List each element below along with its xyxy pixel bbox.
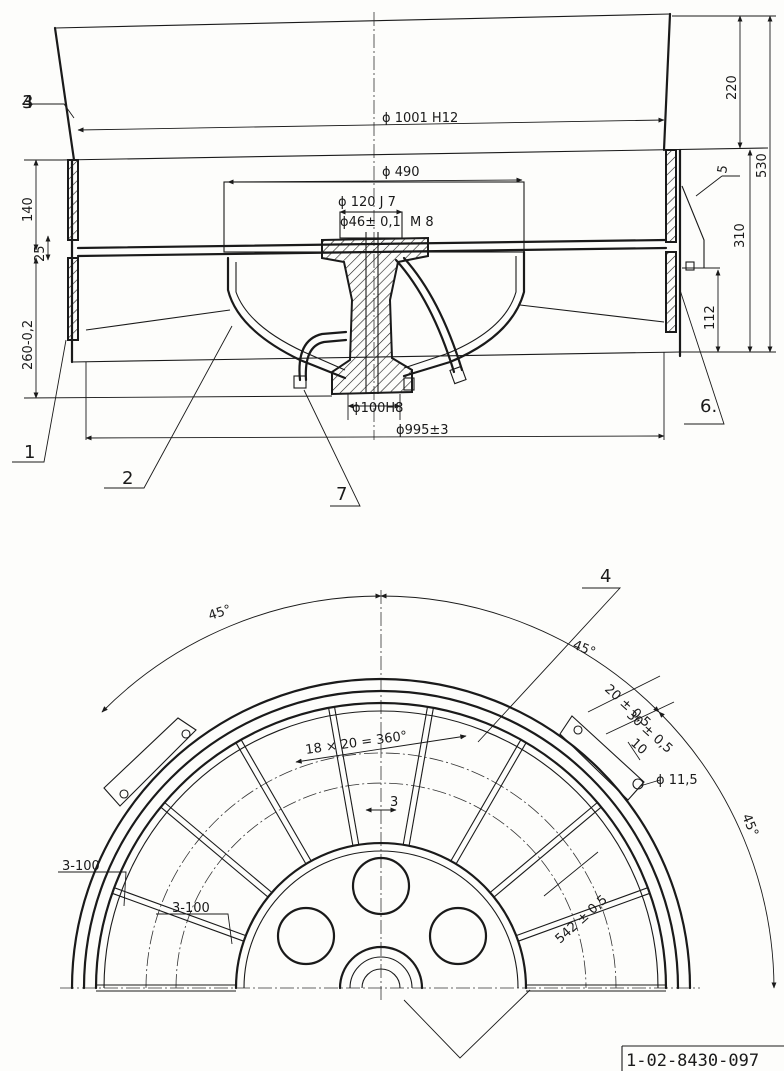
rib-line: [408, 707, 434, 846]
dimension-lines: [23, 15, 776, 441]
rib-line: [402, 706, 429, 845]
part-leaders: [12, 103, 740, 507]
part-label-1: 1: [24, 442, 35, 463]
rib-line: [489, 802, 598, 893]
lug-right: [559, 715, 645, 801]
rib-line: [240, 739, 312, 862]
dim-220: 220: [725, 75, 740, 100]
weld-left-label: 3-100: [62, 859, 100, 874]
rib-line: [493, 806, 602, 898]
oil-tube-left: [298, 330, 348, 382]
hub-hole-left: [276, 906, 336, 966]
rib-line: [516, 887, 648, 937]
dim-140: 140: [21, 197, 36, 222]
rib-line: [164, 802, 273, 893]
drawing-number: 1-02-8430-097: [626, 1051, 759, 1071]
oil-tube-right: [394, 258, 456, 374]
rib-line: [455, 742, 527, 865]
dim-530: 530: [755, 153, 770, 178]
part-label-3: 4: [22, 92, 33, 113]
section-view: ϕ 1001 H12 ϕ 490 ϕ 120 J 7 ϕ46± 0,1 M 8 …: [12, 12, 776, 507]
hub-hole-top: [351, 856, 411, 916]
angle-mid-label: 45°: [571, 638, 598, 661]
rib-line: [114, 887, 246, 937]
angle-left-label: 45°: [207, 602, 234, 623]
hub-hole-right: [428, 906, 488, 966]
dim-112: 112: [703, 305, 718, 330]
angle-arc-outer: [101, 593, 382, 713]
rib-line: [333, 706, 360, 845]
bracket: [681, 185, 705, 269]
hub-core: [338, 945, 424, 990]
rib-line: [518, 892, 650, 942]
ribs: [96, 706, 666, 992]
rib-line: [112, 892, 244, 942]
hopper-outline: [53, 12, 672, 162]
bowl: [226, 250, 526, 380]
dim-260: 260-0,2: [21, 320, 36, 370]
dim-490: ϕ 490: [382, 165, 420, 180]
dim-11-5-label: ϕ 11,5: [656, 773, 698, 788]
rib-line: [235, 742, 307, 865]
rib-line: [450, 739, 522, 862]
dim-m8: M 8: [410, 215, 434, 230]
hub: [321, 236, 429, 396]
rib-line: [328, 707, 354, 846]
dim-46: ϕ46± 0,1: [340, 215, 401, 230]
part-label-7: 7: [336, 484, 347, 505]
part-label-3: 3: [22, 92, 33, 113]
part-label-2: 2: [122, 468, 133, 489]
weld-inner-label: 3-100: [172, 901, 210, 916]
rib-thickness-label: 3: [390, 795, 398, 810]
dim-100: ϕ100H8: [352, 401, 403, 416]
dim-1001: ϕ 1001 H12: [382, 111, 458, 126]
dim-542-label: 542 ± 0,5: [553, 893, 611, 947]
part-label-5: 5: [715, 164, 731, 175]
part-label-4: 4: [600, 566, 611, 587]
part-label-6: 6.: [700, 396, 717, 417]
dim-25: 25: [33, 245, 48, 262]
plan-view: 45° 45° 45° 18 × 20 = 360° 3 20 ± 0,5 30…: [58, 566, 777, 1059]
lug-left: [103, 717, 197, 807]
rib-line: [160, 806, 269, 898]
drawing-number-box: 1-02-8430-097: [621, 1045, 784, 1071]
dim-120: ϕ 120 J 7: [338, 195, 396, 210]
dim-310: 310: [733, 223, 748, 248]
dim-995: ϕ995±3: [396, 423, 449, 438]
